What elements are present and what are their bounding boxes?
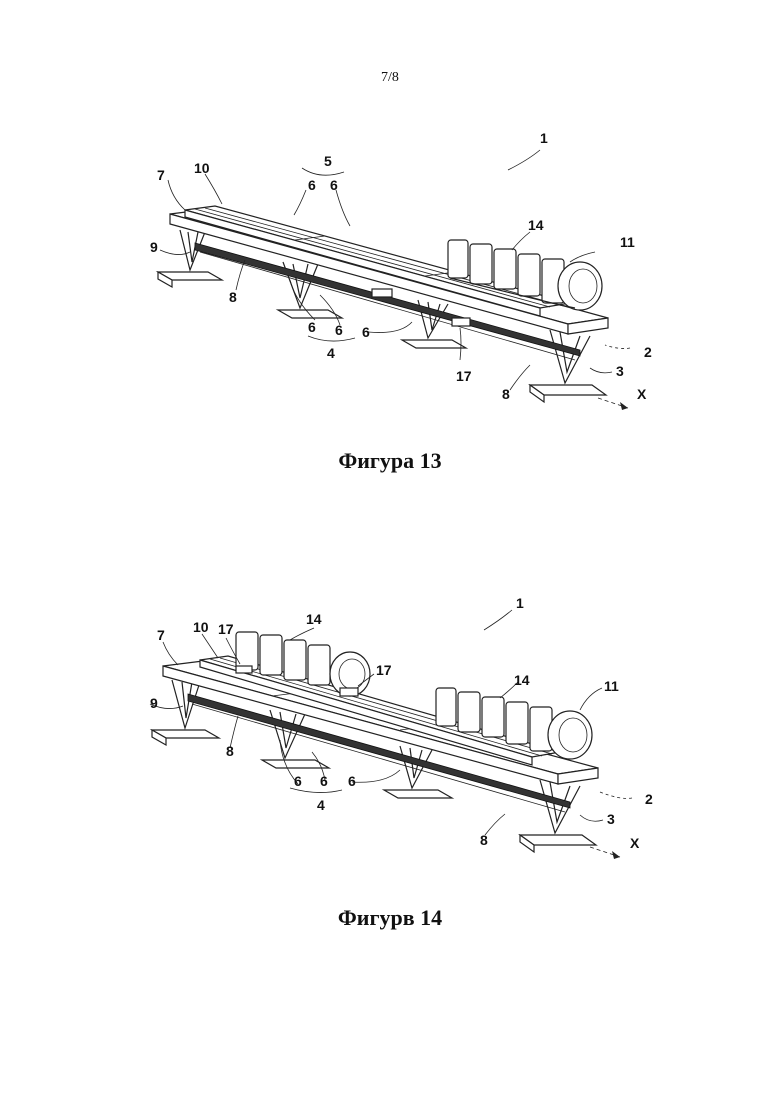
fig14-label-14a: 14 [306, 611, 322, 627]
fig13-label-5: 5 [324, 153, 332, 169]
fig13-label-7: 7 [157, 167, 165, 183]
fig13-label-6d: 6 [335, 322, 343, 338]
fig14-label-3: 3 [607, 811, 615, 827]
fig14-label-9: 9 [150, 695, 158, 711]
fig14-label-17a: 17 [218, 621, 234, 637]
fig14-label-6b: 6 [320, 773, 328, 789]
fig14-label-11: 11 [604, 678, 619, 694]
figure-14-caption: Фигурв 14 [0, 905, 780, 931]
fig13-label-6c: 6 [308, 319, 316, 335]
fig13-label-6b: 6 [330, 177, 338, 193]
figure-13-caption: Фигура 13 [0, 448, 780, 474]
fig13-label-17: 17 [456, 368, 472, 384]
fig13-label-6e: 6 [362, 324, 370, 340]
fig14-label-8b: 8 [480, 832, 488, 848]
fig13-label-10: 10 [194, 160, 210, 176]
fig14-label-14b: 14 [514, 672, 530, 688]
fig13-label-4: 4 [327, 345, 335, 361]
fig14-label-6a: 6 [294, 773, 302, 789]
fig14-label-7: 7 [157, 627, 165, 643]
fig14-label-10: 10 [193, 619, 209, 635]
fig13-label-11: 11 [620, 234, 635, 250]
figure-13-drawing: 1 2 3 4 5 6 6 6 6 6 7 8 8 9 10 11 14 17 … [0, 0, 780, 460]
fig14-label-4: 4 [317, 797, 325, 813]
figure-14-drawing: 1 2 3 4 6 6 6 7 8 8 9 10 17 17 14 14 11 … [0, 570, 780, 880]
fig13-label-3: 3 [616, 363, 624, 379]
fig13-label-8a: 8 [229, 289, 237, 305]
fig13-label-8b: 8 [502, 386, 510, 402]
fig13-label-x: X [637, 386, 647, 402]
fig14-label-2: 2 [645, 791, 653, 807]
fig13-label-2: 2 [644, 344, 652, 360]
fig14-label-17b: 17 [376, 662, 392, 678]
fig13-label-6a: 6 [308, 177, 316, 193]
fig13-label-14: 14 [528, 217, 544, 233]
fig14-label-x: X [630, 835, 640, 851]
fig13-label-1: 1 [540, 130, 548, 146]
fig14-label-1: 1 [516, 595, 524, 611]
fig14-label-8a: 8 [226, 743, 234, 759]
fig13-label-9: 9 [150, 239, 158, 255]
fig14-label-6c: 6 [348, 773, 356, 789]
